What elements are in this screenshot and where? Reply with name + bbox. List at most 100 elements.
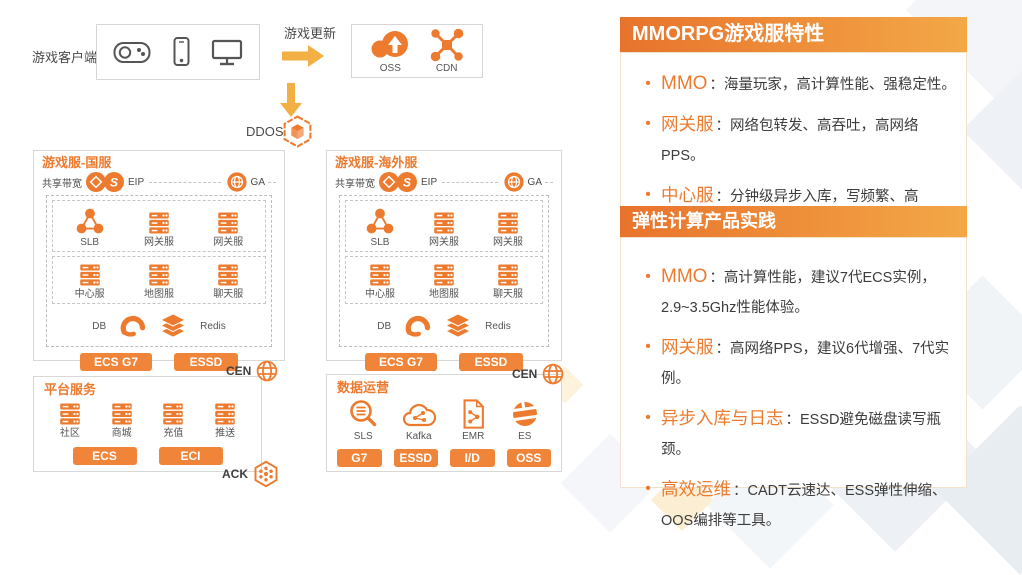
eip-icon: S bbox=[85, 171, 125, 193]
vpc-area: SLB 网关服 网关服 中心服 地图服 聊天服 DB Redis bbox=[339, 195, 549, 347]
ga-label: GA bbox=[527, 176, 542, 188]
server-icon bbox=[215, 262, 241, 288]
section-title: 弹性计算产品实践 bbox=[632, 211, 776, 231]
ecs-g7-badge: ECS G7 bbox=[365, 353, 437, 371]
section2-content: • MMO：高计算性能，建议7代ECS实例，2.9~3.5Ghz性能体验。 • … bbox=[620, 237, 967, 529]
arrow-right-icon bbox=[282, 44, 324, 68]
oss-label: OSS bbox=[379, 63, 401, 74]
data-operations-box: 数据运营 SLS Kafka EMR ES G7 ESSD I/D OSS bbox=[326, 374, 562, 472]
node-label: 地图服 bbox=[429, 289, 459, 300]
cen-label: CEN bbox=[512, 367, 538, 381]
bullet-desc: ：海量玩家，高计算性能、强稳定性。 bbox=[709, 77, 956, 93]
essd-badge: ESSD bbox=[459, 353, 523, 371]
section1-content: • MMO：海量玩家，高计算性能、强稳定性。 • 网关服：网络包转发、高吞吐，高… bbox=[620, 52, 967, 235]
game-server-box-domestic: 游戏服-国服 共享带宽 S EIP GA SLB 网关服 网关服 中心服 地图服… bbox=[33, 150, 285, 371]
bullet-term: MMO bbox=[661, 266, 708, 287]
essd-badge: ESSD bbox=[174, 353, 238, 371]
bullet-dot: • bbox=[645, 338, 651, 355]
box-title: 平台服务 bbox=[44, 382, 97, 397]
bullet-item: • 网关服：网络包转发、高吞吐，高网络PPS。 bbox=[635, 109, 958, 171]
redis-icon bbox=[443, 312, 473, 340]
node-label: SLB bbox=[370, 237, 390, 248]
server-icon bbox=[367, 262, 393, 288]
tier-backend: 中心服 地图服 聊天服 bbox=[345, 256, 543, 304]
oss-cdn-box: OSS CDN bbox=[351, 24, 483, 78]
cen-group: CEN bbox=[512, 362, 565, 386]
bullet-item: • MMO：海量玩家，高计算性能、强稳定性。 bbox=[635, 69, 958, 100]
dashed-connector bbox=[149, 181, 221, 183]
bullet-dot: • bbox=[645, 75, 651, 92]
node-label: 网关服 bbox=[493, 237, 523, 248]
node-label: 网关服 bbox=[429, 237, 459, 248]
ga-icon bbox=[226, 171, 248, 193]
eip-icon: S bbox=[378, 171, 418, 193]
bullet-term: 中心服 bbox=[661, 185, 714, 205]
ddos-label: DDOS bbox=[246, 124, 284, 139]
tier-frontend: SLB 网关服 网关服 bbox=[345, 200, 543, 252]
db-label: DB bbox=[92, 320, 107, 332]
section2-title-banner: 弹性计算产品实践 bbox=[620, 206, 967, 237]
server-icon bbox=[146, 262, 172, 288]
box-title: 游戏服-国服 bbox=[42, 155, 112, 170]
svg-text:S: S bbox=[110, 176, 118, 190]
node-label: 商城 bbox=[111, 428, 132, 439]
svg-text:S: S bbox=[403, 176, 411, 190]
server-icon bbox=[431, 210, 457, 236]
dashed-connector bbox=[442, 181, 498, 183]
server-icon bbox=[57, 401, 83, 427]
server-icon bbox=[431, 262, 457, 288]
section-title: MMORPG游戏服特性 bbox=[632, 23, 825, 45]
vpc-area: SLB 网关服 网关服 中心服 地图服 聊天服 DB Redis bbox=[46, 195, 272, 347]
bullet-term: 高效运维 bbox=[661, 479, 731, 499]
bullet-dot: • bbox=[645, 409, 651, 426]
node-label: 充值 bbox=[163, 428, 184, 439]
box-title: 游戏服-海外服 bbox=[335, 155, 418, 170]
arrow-down-icon bbox=[279, 83, 303, 117]
cen-label: CEN bbox=[226, 364, 252, 378]
bullet-desc: ：高网络PPS，建议6代增强、7代实例。 bbox=[661, 341, 950, 387]
cdn-label: CDN bbox=[435, 63, 458, 74]
node-label: 中心服 bbox=[365, 289, 395, 300]
bullet-item: • MMO：高计算性能，建议7代ECS实例，2.9~3.5Ghz性能体验。 bbox=[635, 262, 958, 323]
bullet-item: • 网关服：高网络PPS，建议6代增强、7代实例。 bbox=[635, 332, 958, 394]
monitor-icon bbox=[210, 37, 244, 67]
server-icon bbox=[160, 401, 186, 427]
tier-backend: 中心服 地图服 聊天服 bbox=[52, 256, 266, 304]
game-server-box-overseas: 游戏服-海外服 共享带宽 S EIP GA SLB 网关服 网关服 中心服 地图… bbox=[326, 150, 562, 371]
ack-group: ACK bbox=[222, 460, 280, 488]
section1-title-banner: MMORPG游戏服特性 bbox=[620, 17, 967, 52]
ack-icon bbox=[252, 460, 280, 488]
kafka-icon bbox=[400, 400, 438, 430]
tier-frontend: SLB 网关服 网关服 bbox=[52, 200, 266, 252]
node-label: ES bbox=[518, 431, 532, 442]
cen-icon bbox=[255, 359, 279, 383]
node-label: 地图服 bbox=[143, 289, 174, 300]
bullet-term: 异步入库与日志 bbox=[661, 408, 784, 428]
sls-icon bbox=[347, 398, 379, 430]
server-icon bbox=[146, 210, 172, 236]
client-box bbox=[96, 24, 260, 80]
rds-icon bbox=[118, 312, 146, 340]
bullet-term: 网关服 bbox=[661, 114, 714, 134]
server-icon bbox=[77, 262, 103, 288]
node-label: 网关服 bbox=[143, 237, 174, 248]
server-icon bbox=[495, 210, 521, 236]
platform-services-box: 平台服务 社区 商城 充值 推送 ECS ECI bbox=[33, 376, 262, 472]
db-label: DB bbox=[377, 320, 392, 332]
bullet-desc: ：高计算性能，建议7代ECS实例，2.9~3.5Ghz性能体验。 bbox=[661, 270, 936, 316]
eip-label: EIP bbox=[128, 176, 145, 188]
slb-icon bbox=[365, 206, 395, 236]
node-label: EMR bbox=[462, 431, 485, 442]
eip-label: EIP bbox=[421, 176, 438, 188]
bullet-dot: • bbox=[645, 115, 651, 132]
essd-badge: ESSD bbox=[393, 449, 438, 467]
box-title: 数据运营 bbox=[337, 380, 390, 395]
bullet-dot: • bbox=[645, 268, 651, 285]
bullet-item: • 高效运维：CADT云速达、ESS弹性伸缩、OOS编排等工具。 bbox=[635, 474, 958, 536]
id-badge: I/D bbox=[450, 449, 495, 467]
node-label: SLB bbox=[80, 237, 100, 248]
bullet-desc: ：网络包转发、高吞吐，高网络PPS。 bbox=[661, 118, 919, 164]
emr-icon bbox=[458, 398, 488, 430]
ddos-icon bbox=[281, 115, 314, 148]
server-icon bbox=[215, 210, 241, 236]
